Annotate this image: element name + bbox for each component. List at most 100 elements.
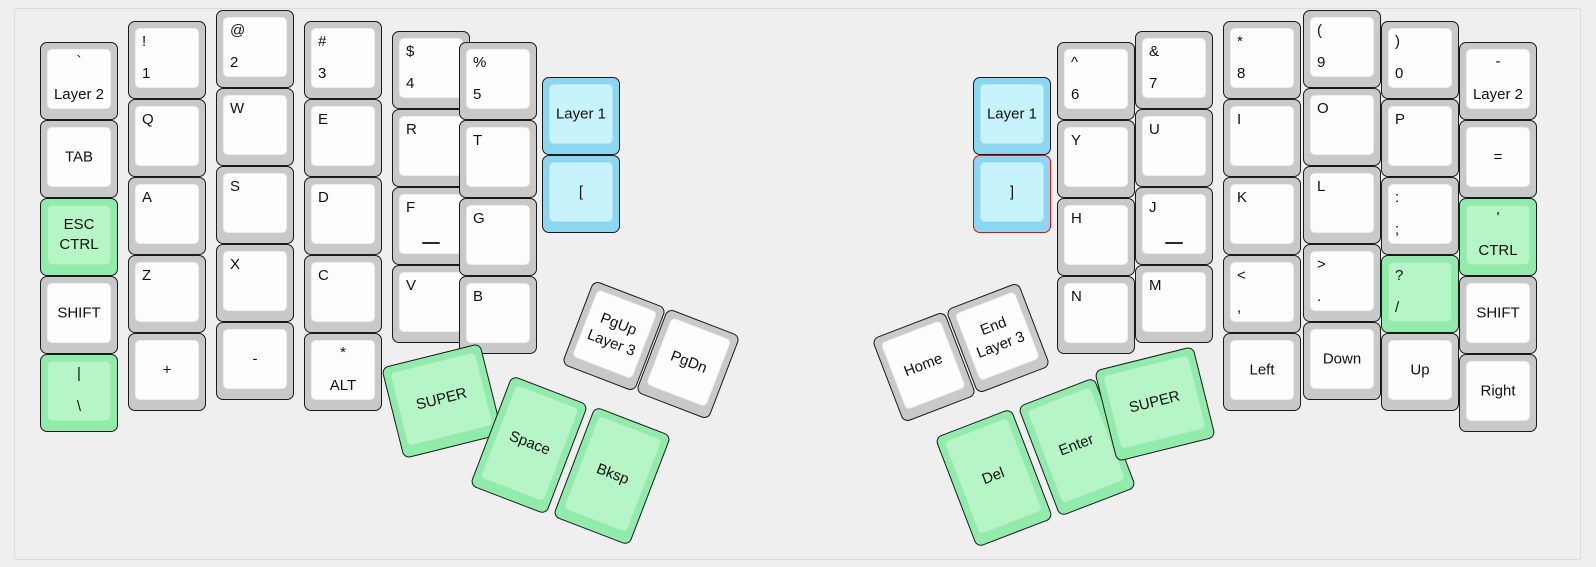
key-l-c4-r0[interactable]: $4 (392, 31, 470, 109)
key-cap (1142, 272, 1206, 332)
key-l-c5-r3[interactable]: B (459, 276, 537, 354)
key-r-c2-r1[interactable]: U (1135, 109, 1213, 187)
key-legend-center: SHIFT (1476, 304, 1520, 322)
key-cap (1388, 106, 1452, 166)
key-l-c0-r1[interactable]: TAB (40, 120, 118, 198)
key-r-c0-r0[interactable]: Layer 1 (973, 77, 1051, 155)
key-r-c1-r3[interactable]: N (1057, 276, 1135, 354)
key-l-c1-r4[interactable]: + (128, 333, 206, 411)
key-legend-top: E (318, 111, 329, 128)
key-r-c5-r0[interactable]: )0 (1381, 21, 1459, 99)
key-l-c2-r3[interactable]: X (216, 244, 294, 322)
key-legends: >. (1310, 251, 1374, 311)
key-legend-top: ) (1395, 33, 1400, 50)
key-l-c4-r2[interactable]: F (392, 187, 470, 265)
key-l-c2-r4[interactable]: - (216, 322, 294, 400)
key-l-c1-r0[interactable]: !1 (128, 21, 206, 99)
key-l-c3-r3[interactable]: C (304, 255, 382, 333)
key-cap (1388, 184, 1452, 244)
key-r-c3-r4[interactable]: Left (1223, 333, 1301, 411)
key-cap (1142, 116, 1206, 176)
key-r-c6-r2[interactable]: 'CTRL (1459, 198, 1537, 276)
key-legend-top: L (1317, 178, 1326, 195)
key-l-c5-r1[interactable]: T (459, 120, 537, 198)
key-l-c1-r1[interactable]: Q (128, 99, 206, 177)
key-legend-bottom: 5 (473, 86, 482, 103)
key-l-c5-r2[interactable]: G (459, 198, 537, 276)
key-l-c3-r1[interactable]: E (304, 99, 382, 177)
key-legend-top: < (1237, 267, 1246, 284)
key-r-c5-r4[interactable]: Up (1381, 333, 1459, 411)
key-l-c2-r2[interactable]: S (216, 166, 294, 244)
key-r-c2-r0[interactable]: &7 (1135, 31, 1213, 109)
key-l-t-super[interactable]: SUPER (381, 343, 503, 459)
key-r-c4-r4[interactable]: Down (1303, 322, 1381, 400)
key-legend-center: PgDn (668, 347, 710, 377)
key-l-c6-r1[interactable]: [ (542, 155, 620, 233)
key-legend-top: R (406, 121, 417, 138)
key-r-c5-r1[interactable]: P (1381, 99, 1459, 177)
key-cap (1064, 127, 1128, 187)
key-r-c1-r0[interactable]: ^6 (1057, 42, 1135, 120)
key-r-c4-r2[interactable]: L (1303, 166, 1381, 244)
key-legend-top: K (1237, 189, 1248, 206)
key-legends: G (466, 205, 530, 265)
key-legend-center: Layer 2 (1472, 86, 1524, 103)
key-l-c6-r0[interactable]: Layer 1 (542, 77, 620, 155)
key-cap (399, 116, 463, 176)
key-cap (47, 361, 111, 421)
key-l-c0-r4[interactable]: |\ (40, 354, 118, 432)
key-cap (1310, 251, 1374, 311)
key-r-c3-r2[interactable]: K (1223, 177, 1301, 255)
key-legends: )0 (1388, 28, 1452, 88)
key-r-c4-r0[interactable]: (9 (1303, 10, 1381, 88)
key-l-c5-r0[interactable]: %5 (459, 42, 537, 120)
key-legends: W (223, 95, 287, 155)
key-legends: %5 (466, 49, 530, 109)
key-r-c3-r0[interactable]: *8 (1223, 21, 1301, 99)
key-l-c0-r0[interactable]: `Layer 2 (40, 42, 118, 120)
key-r-c4-r3[interactable]: >. (1303, 244, 1381, 322)
key-r-c4-r1[interactable]: O (1303, 88, 1381, 166)
key-r-c1-r2[interactable]: H (1057, 198, 1135, 276)
key-l-c2-r0[interactable]: @2 (216, 10, 294, 88)
key-legends: Bksp (563, 415, 662, 533)
key-cap (1230, 262, 1294, 322)
key-l-c1-r2[interactable]: A (128, 177, 206, 255)
key-legend-top: T (473, 132, 483, 149)
key-legend-top: M (1149, 277, 1162, 294)
key-legend-top: | (77, 365, 81, 382)
key-legends: &7 (1142, 38, 1206, 98)
key-legend-bottom: 8 (1237, 65, 1246, 82)
key-legend-top: Q (142, 111, 154, 128)
key-r-c3-r3[interactable]: <, (1223, 255, 1301, 333)
key-r-c0-r1[interactable]: ] (973, 155, 1051, 233)
key-r-c5-r3[interactable]: ?/ (1381, 255, 1459, 333)
key-r-c5-r2[interactable]: :; (1381, 177, 1459, 255)
key-legend-center: SUPER (414, 384, 469, 414)
key-l-c3-r0[interactable]: #3 (304, 21, 382, 99)
key-l-c3-r4[interactable]: *ALT (304, 333, 382, 411)
key-r-c2-r2[interactable]: J (1135, 187, 1213, 265)
key-l-c4-r1[interactable]: R (392, 109, 470, 187)
key-r-c2-r3[interactable]: M (1135, 265, 1213, 343)
key-legend-bottom: 7 (1149, 75, 1158, 92)
key-l-c0-r3[interactable]: SHIFT (40, 276, 118, 354)
key-r-t-super[interactable]: SUPER (1094, 346, 1216, 462)
key-r-c6-r0[interactable]: -Layer 2 (1459, 42, 1537, 120)
key-l-c2-r1[interactable]: W (216, 88, 294, 166)
key-l-c1-r3[interactable]: Z (128, 255, 206, 333)
key-legends: (9 (1310, 17, 1374, 77)
key-r-c3-r1[interactable]: I (1223, 99, 1301, 177)
key-legend-bottom: 4 (406, 75, 415, 92)
homing-bar-icon (1165, 242, 1183, 244)
key-r-c6-r1[interactable]: = (1459, 120, 1537, 198)
key-r-c6-r3[interactable]: SHIFT (1459, 276, 1537, 354)
key-r-c6-r4[interactable]: Right (1459, 354, 1537, 432)
key-l-c4-r3[interactable]: V (392, 265, 470, 343)
key-l-c3-r2[interactable]: D (304, 177, 382, 255)
key-r-c1-r1[interactable]: Y (1057, 120, 1135, 198)
